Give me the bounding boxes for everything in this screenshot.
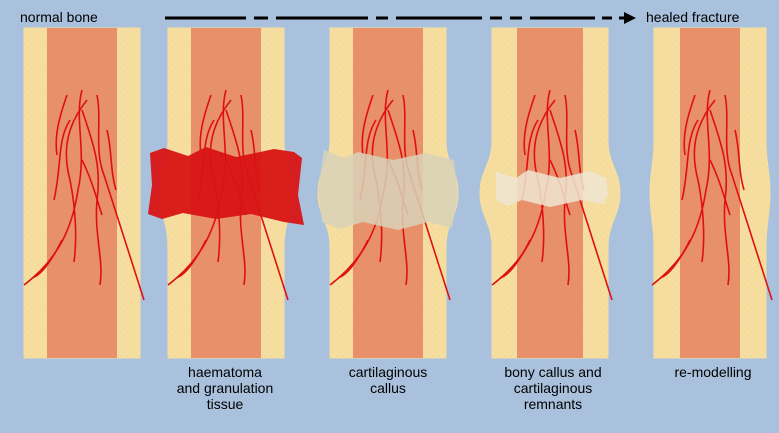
- marrow-cavity: [680, 28, 740, 358]
- healed-fracture-label: healed fracture: [646, 9, 739, 25]
- stage-label-line: and granulation: [155, 380, 295, 396]
- bone-haematoma: [148, 28, 304, 358]
- stage-label-line: callus: [318, 380, 458, 396]
- stage-label-line: cartilaginous: [483, 380, 623, 396]
- normal-bone-label: normal bone: [20, 9, 98, 25]
- stage-label-bony-callus: bony callus and cartilaginous remnants: [483, 364, 623, 412]
- stage-label-re-modelling: re-modelling: [643, 364, 779, 380]
- bone-bony-callus: [480, 28, 620, 358]
- bone-re-modelling: [650, 28, 772, 358]
- stage-label-line: cartilaginous: [318, 364, 458, 380]
- bone-normal-bone: [24, 28, 144, 358]
- stage-label-haematoma: haematoma and granulation tissue: [155, 364, 295, 412]
- stage-label-line: haematoma: [155, 364, 295, 380]
- stage-label-cartilaginous-callus: cartilaginous callus: [318, 364, 458, 396]
- stage-label-line: re-modelling: [643, 364, 779, 380]
- progression-arrow: [165, 12, 636, 24]
- cartilage-callus: [318, 150, 458, 230]
- bone-cartilaginous-callus: [318, 28, 458, 358]
- marrow-cavity: [47, 28, 117, 358]
- stage-label-line: remnants: [483, 396, 623, 412]
- haematoma-mass: [148, 147, 304, 225]
- stage-label-line: tissue: [155, 396, 295, 412]
- stage-label-line: bony callus and: [483, 364, 623, 380]
